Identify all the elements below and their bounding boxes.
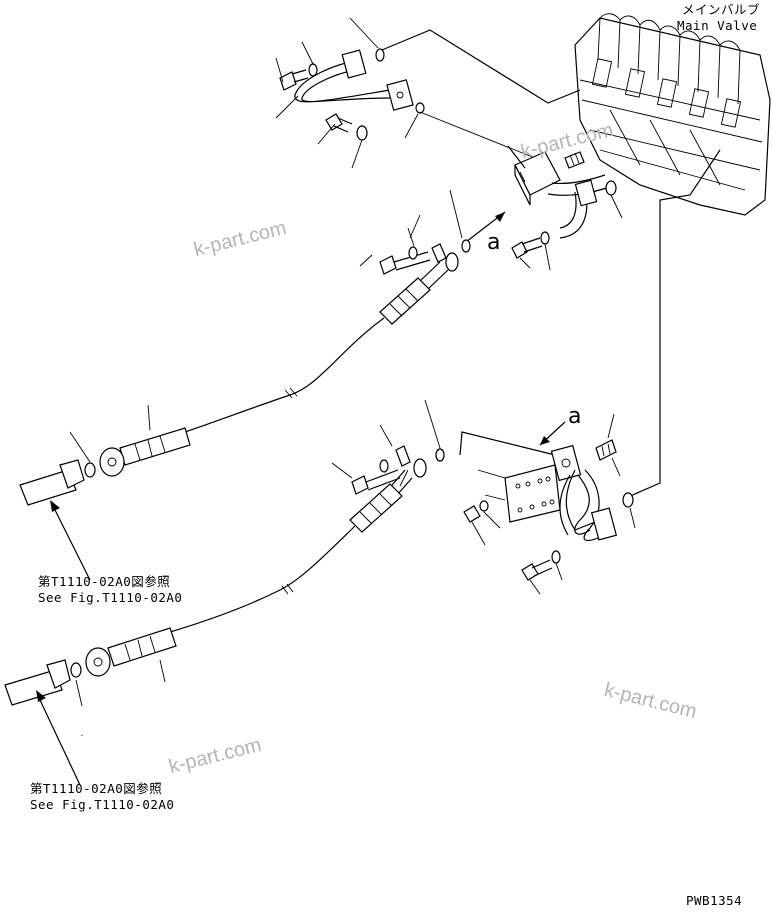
o-ring-valve (605, 180, 617, 196)
upper-cable (184, 189, 471, 433)
o-ring-upper-2 (415, 102, 425, 114)
main-valve-label-en: Main Valve (677, 18, 758, 33)
reference-2-en: See Fig.T1110-02A0 (30, 797, 175, 812)
flange-bolt-upper (511, 231, 551, 271)
o-ring-upper (375, 48, 385, 62)
junction-block (507, 145, 561, 206)
drawing-code: PWB1354 (686, 893, 743, 908)
reference-2-jp: 第T1110-02A0図参照 (30, 781, 163, 796)
upper-terminal (19, 404, 191, 581)
main-valve-label-jp: メインバルブ (682, 2, 761, 17)
reference-1-jp: 第T1110-02A0図参照 (38, 574, 171, 589)
center-fitting (564, 151, 585, 169)
lower-terminal (4, 627, 177, 786)
mounting-plate (477, 464, 561, 523)
reference-1-en: See Fig.T1110-02A0 (38, 590, 183, 605)
main-valve (574, 13, 771, 216)
view-marker-a-upper: a (487, 230, 501, 255)
leader-valve-lower (627, 149, 721, 498)
flange-bolt-lower (521, 550, 563, 595)
upper-bolt-2 (325, 113, 368, 141)
lower-cable (169, 399, 445, 633)
lower-tube (435, 413, 636, 542)
upper-tube (294, 49, 414, 111)
o-ring-lower (622, 492, 634, 508)
leader-valve-upper (381, 29, 581, 104)
upper-bolt-1 (279, 63, 318, 91)
view-marker-a-lower: a (568, 404, 582, 429)
lower-nut (463, 500, 501, 546)
